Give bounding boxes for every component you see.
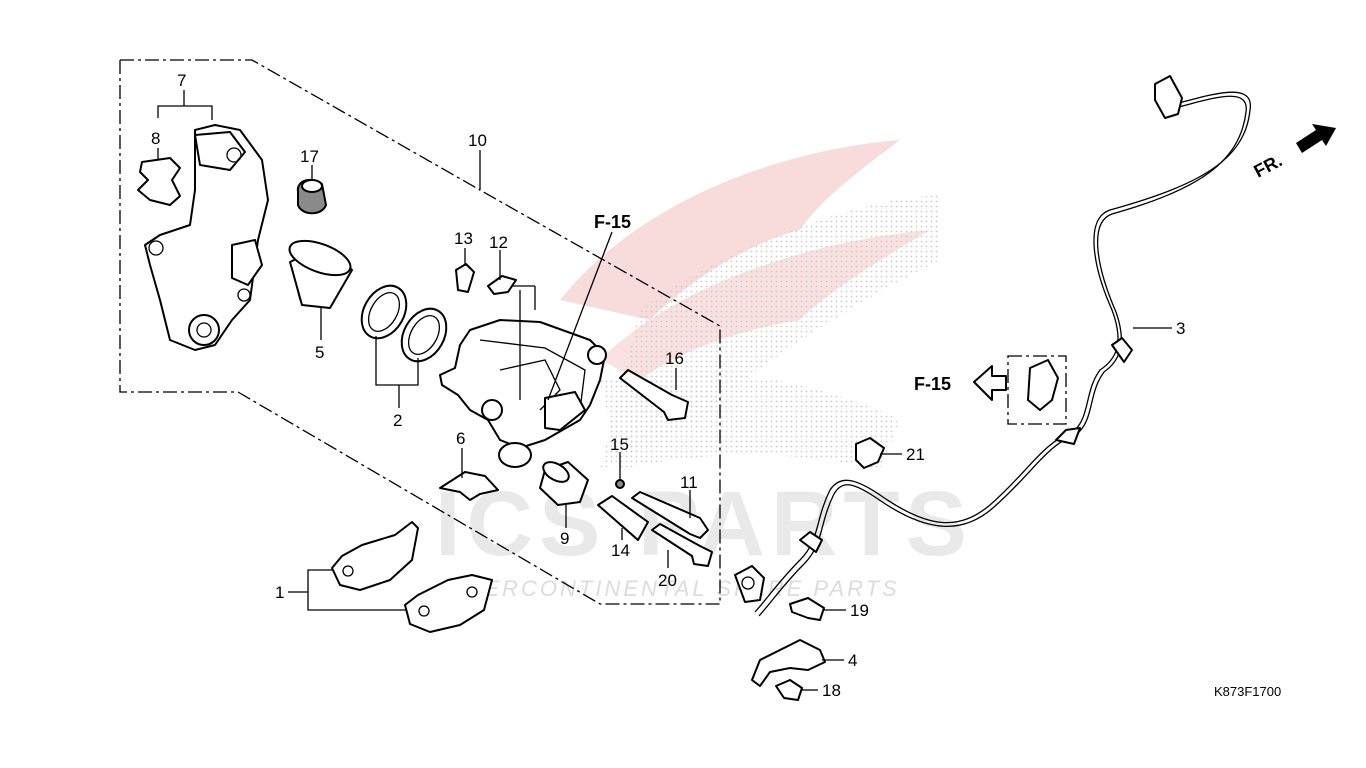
caliper-body bbox=[439, 290, 607, 468]
leader-lines bbox=[157, 90, 1172, 691]
callout-13: 13 bbox=[454, 229, 473, 248]
reference-arrow-icon bbox=[973, 365, 1007, 401]
callout-2: 2 bbox=[393, 411, 402, 430]
kit-outline-bracket bbox=[119, 59, 721, 605]
drawing-code: K873F1700 bbox=[1214, 684, 1281, 699]
callout-9: 9 bbox=[560, 529, 569, 548]
caliper-bolt bbox=[619, 369, 689, 421]
callout-12: 12 bbox=[489, 233, 508, 252]
callout-5: 5 bbox=[315, 343, 324, 362]
piston bbox=[288, 239, 353, 309]
callout-11: 11 bbox=[680, 473, 698, 492]
callout-20: 20 bbox=[658, 571, 677, 590]
callout-3: 3 bbox=[1176, 319, 1185, 338]
callout-17: 17 bbox=[300, 147, 319, 166]
callout-19: 19 bbox=[850, 601, 869, 620]
piston-seals bbox=[360, 284, 448, 363]
watermark-sub-text: INTERCONTINENTAL SPARE PARTS bbox=[440, 576, 900, 601]
small-plug bbox=[615, 479, 625, 489]
watermark-wing bbox=[560, 140, 900, 320]
slide-pin bbox=[631, 491, 709, 539]
caliper-bracket bbox=[144, 124, 269, 351]
bracket-clip bbox=[137, 157, 181, 206]
pad-spring bbox=[439, 471, 499, 501]
sensor-bracket bbox=[751, 639, 826, 687]
callout-4: 4 bbox=[848, 651, 857, 670]
ref-label-right: F-15 bbox=[914, 374, 951, 394]
ref-label-upper: F-15 bbox=[594, 212, 631, 232]
callout-6: 6 bbox=[456, 429, 465, 448]
slide-pin-boot bbox=[539, 461, 589, 506]
callout-15: 15 bbox=[610, 435, 629, 454]
pin-sleeve bbox=[597, 495, 649, 541]
front-arrow-icon: FR. bbox=[1250, 124, 1336, 182]
callout-10: 10 bbox=[468, 131, 487, 150]
callout-1: 1 bbox=[275, 583, 284, 602]
sensor-bolt bbox=[789, 597, 825, 621]
callout-18: 18 bbox=[822, 681, 841, 700]
part-number-callouts: 7 8 17 10 13 12 5 2 16 6 15 11 9 14 20 1… bbox=[151, 71, 1185, 700]
clip-inset-box bbox=[1007, 355, 1067, 425]
pin-boot bbox=[296, 178, 327, 215]
callout-8: 8 bbox=[151, 129, 160, 148]
bleeder-cap bbox=[455, 263, 475, 293]
callout-7: 7 bbox=[177, 71, 186, 90]
callout-21: 21 bbox=[906, 445, 925, 464]
callout-16: 16 bbox=[665, 349, 684, 368]
front-direction-label: FR. bbox=[1250, 150, 1285, 181]
pin-bolt bbox=[651, 523, 713, 567]
bracket-bolt bbox=[775, 679, 803, 701]
abs-sensor-harness bbox=[734, 75, 1251, 617]
brake-pads bbox=[331, 521, 493, 633]
bleeder-screw bbox=[487, 275, 536, 310]
harness-clip bbox=[1027, 359, 1059, 411]
callout-14: 14 bbox=[611, 541, 630, 560]
